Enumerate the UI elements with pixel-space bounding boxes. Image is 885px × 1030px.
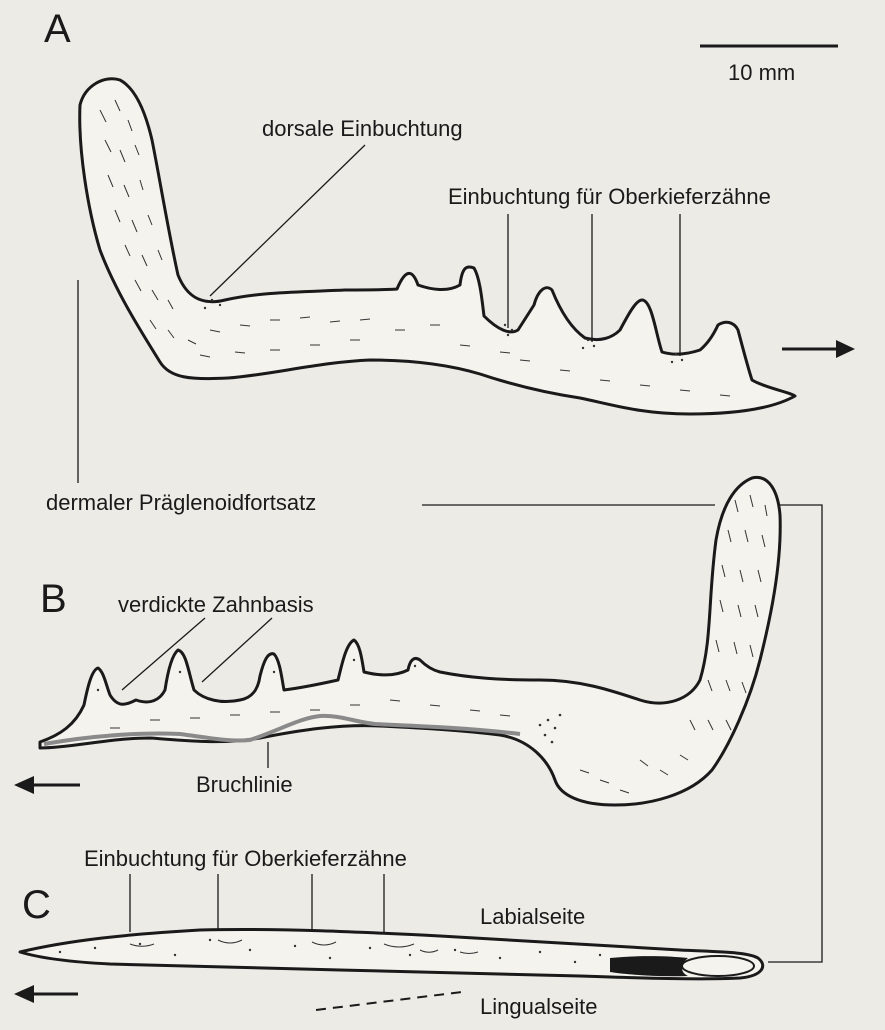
leader-dorsale-einbuchtung [210,145,365,296]
label-lingualseite: Lingualseite [480,994,597,1019]
label-einbuchtung-a: Einbuchtung für Oberkieferzähne [448,184,771,209]
panel-label-b: B [40,577,67,621]
panel-a: A 10 mm dorsale Einbuchtung Einbuchtung … [44,7,855,414]
jaw-b-outline [40,477,780,805]
jaw-c-shadow [610,956,688,976]
jaw-c-tip [682,956,754,976]
label-verdickte-zahnbasis: verdickte Zahnbasis [118,592,314,617]
arrow-left-icon-c [14,985,78,1003]
label-einbuchtung-c: Einbuchtung für Oberkieferzähne [84,846,407,871]
arrow-left-icon-b [14,776,80,794]
lingual-dashed-line [316,992,462,1010]
leaders-einbuchtung-c [130,874,384,932]
arrow-right-icon [782,340,855,358]
label-labialseite: Labialseite [480,904,585,929]
scale-bar-label: 10 mm [728,60,795,85]
panel-label-a: A [44,7,71,51]
label-dorsale-einbuchtung: dorsale Einbuchtung [262,116,463,141]
panel-label-c: C [22,883,51,927]
label-bruchlinie: Bruchlinie [196,772,293,797]
label-praeglenoid: dermaler Präglenoidfortsatz [46,490,316,515]
panel-b: B verdickte Zahnbasis Bruchlinie [14,477,780,805]
panel-c: C Einbuchtung für Oberkieferzähne Labial… [14,846,763,1019]
